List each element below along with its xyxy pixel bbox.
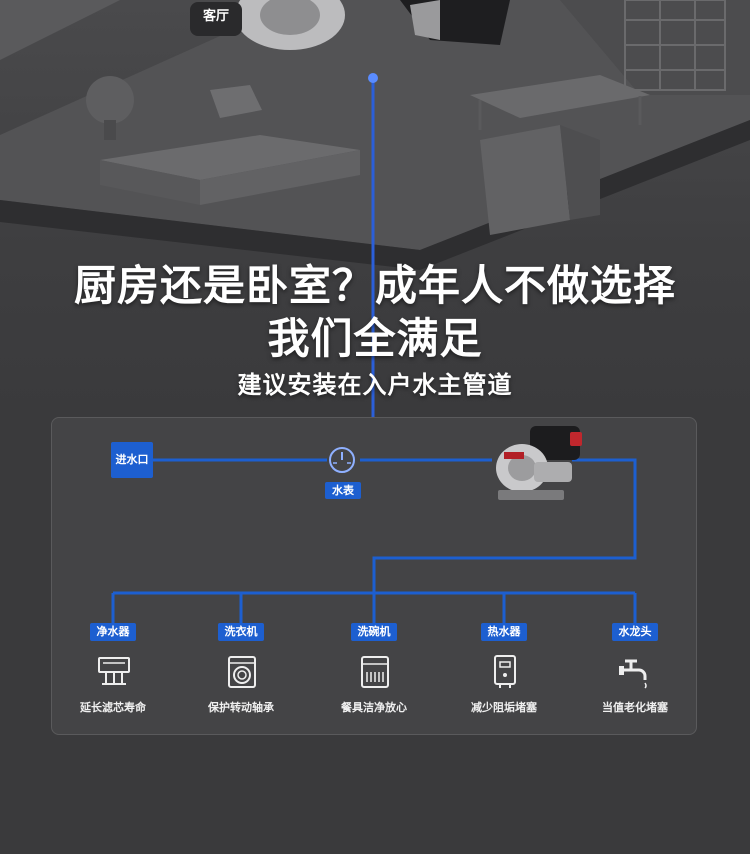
inlet-tag: 进水口 — [111, 442, 153, 478]
benefit-faucet: 当值老化堵塞 — [602, 701, 668, 714]
water-meter-tag: 水表 — [325, 482, 361, 499]
faucet-icon — [619, 659, 647, 689]
benefit-dishwasher: 餐具洁净放心 — [341, 701, 407, 714]
appliance-tag-washer: 洗衣机 — [218, 623, 264, 641]
headline-subtitle: 建议安装在入户水主管道 — [237, 371, 513, 399]
house-scene: 客厅 — [0, 0, 750, 420]
appliance-tag-faucet: 水龙头 — [612, 623, 658, 641]
water-meter-icon — [329, 447, 355, 473]
appliance-tag-dishwasher: 洗碗机 — [351, 623, 397, 641]
water-purifier-icon — [98, 657, 130, 685]
benefit-washer: 保护转动轴承 — [208, 701, 274, 714]
benefit-purifier: 延长滤芯寿命 — [80, 701, 146, 714]
appliance-tag-heater: 热水器 — [481, 623, 527, 641]
washing-machine-icon — [228, 656, 256, 688]
dishwasher-icon — [361, 656, 389, 688]
water-pump-icon — [496, 426, 582, 500]
house-illustration — [0, 0, 750, 417]
appliance-tag-purifier: 净水器 — [90, 623, 136, 641]
headline-line2: 我们全满足 — [267, 314, 483, 363]
benefit-heater: 减少阻垢堵塞 — [471, 701, 537, 714]
water-heater-icon — [494, 655, 516, 688]
headline-line1: 厨房还是卧室？成年人不做选择 — [73, 261, 676, 310]
pipeline-diagram-panel: 进水口 水表 净水器 洗衣机 洗碗机 热水器 水龙头 — [51, 417, 697, 735]
room-label-living-room: 客厅 — [190, 2, 242, 36]
pipe-network — [111, 426, 637, 623]
